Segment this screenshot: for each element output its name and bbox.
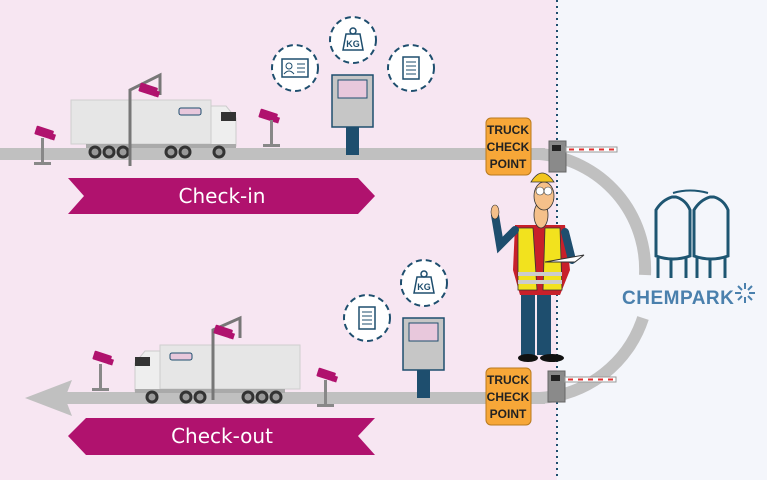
inbound-road (0, 148, 545, 160)
weight-kg-icon: KG (329, 16, 377, 64)
document-icon (387, 44, 435, 92)
check-out-banner: Check-out (68, 418, 375, 455)
check-in-banner: Check-in (68, 178, 375, 214)
outbound-arrowhead (25, 380, 72, 416)
svg-text:POINT: POINT (490, 157, 527, 171)
svg-text:KG: KG (346, 39, 360, 49)
svg-text:TRUCK: TRUCK (487, 373, 529, 387)
svg-text:CHECK: CHECK (487, 140, 530, 154)
svg-text:TRUCK: TRUCK (487, 123, 529, 137)
check-out-label: Check-out (171, 424, 273, 448)
svg-text:POINT: POINT (490, 407, 527, 421)
weight-kg-icon: KG (400, 259, 448, 307)
checkpoint-worker-illustration (490, 172, 585, 362)
outbound-road (65, 392, 545, 404)
check-in-label: Check-in (179, 184, 266, 208)
check-out-camera-left (92, 350, 115, 391)
check-in-camera-left (34, 125, 57, 165)
truck-checkpoint-sign-upper: TRUCK CHECK POINT (485, 117, 532, 176)
truck-checkpoint-sign-lower: TRUCK CHECK POINT (485, 367, 532, 426)
right-zone-background (557, 0, 767, 480)
svg-text:KG: KG (417, 282, 431, 292)
check-in-camera-right (258, 108, 281, 147)
document-icon (343, 294, 391, 342)
svg-text:CHECK: CHECK (487, 390, 530, 404)
check-out-camera-gantry (211, 315, 242, 400)
sun-burst-icon (735, 283, 755, 303)
check-in-camera-gantry (128, 72, 162, 166)
check-out-camera-right (316, 367, 339, 407)
chempark-logo-text: CHEMPARK (622, 288, 734, 309)
id-card-icon (271, 44, 319, 92)
chempark-logo: CHEMPARK (622, 189, 755, 309)
